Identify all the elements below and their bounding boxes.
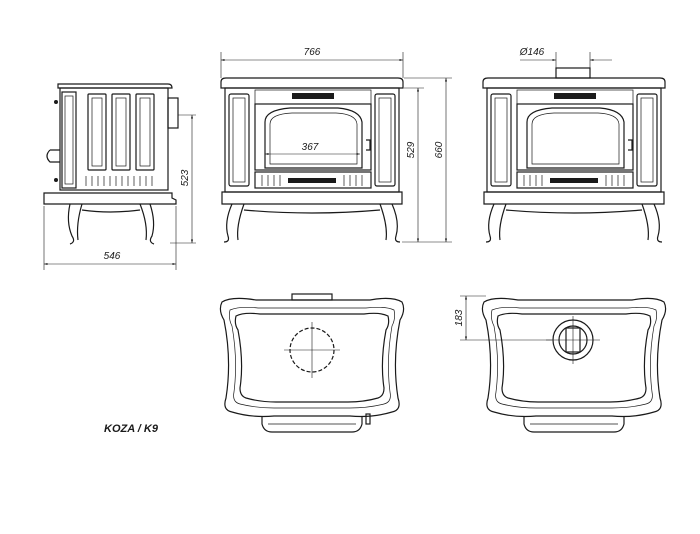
dim-front-width: 766 — [304, 47, 321, 58]
side-view: 523 546 — [43, 83, 196, 270]
dim-flue-offset: 183 — [454, 309, 465, 326]
rear-view: Ø146 — [482, 47, 666, 243]
dim-height-total: 660 — [434, 141, 445, 158]
front-view: 766 367 — [220, 47, 404, 243]
dim-side-depth: 546 — [104, 251, 121, 262]
height-dimensions: 529 660 — [402, 77, 452, 243]
top-view-left — [219, 293, 405, 433]
dim-flue-diameter: Ø146 — [519, 47, 545, 58]
dim-side-height: 523 — [180, 169, 191, 186]
model-title: KOZA / K9 — [104, 423, 159, 435]
dim-door-width: 367 — [302, 142, 319, 153]
top-view-right: 183 — [454, 295, 667, 433]
dim-height-body: 529 — [406, 141, 417, 158]
